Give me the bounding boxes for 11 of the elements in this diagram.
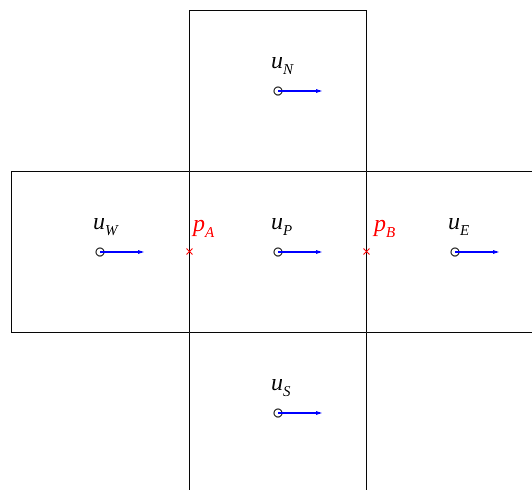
velocity-label: u$_{P}$	[271, 210, 292, 239]
grid-cell	[11, 171, 190, 333]
velocity-label: u$_{N}$	[271, 49, 294, 78]
grid-cell	[189, 10, 367, 172]
grid-cell	[366, 171, 532, 333]
pressure-label: p$_{A}$	[193, 212, 214, 241]
grid-cell	[189, 332, 367, 490]
pressure-label: p$_{B}$	[374, 212, 396, 241]
velocity-label: u$_{E}$	[448, 210, 470, 239]
velocity-label: u$_{W}$	[93, 210, 118, 239]
velocity-label: u$_{S}$	[271, 371, 290, 400]
